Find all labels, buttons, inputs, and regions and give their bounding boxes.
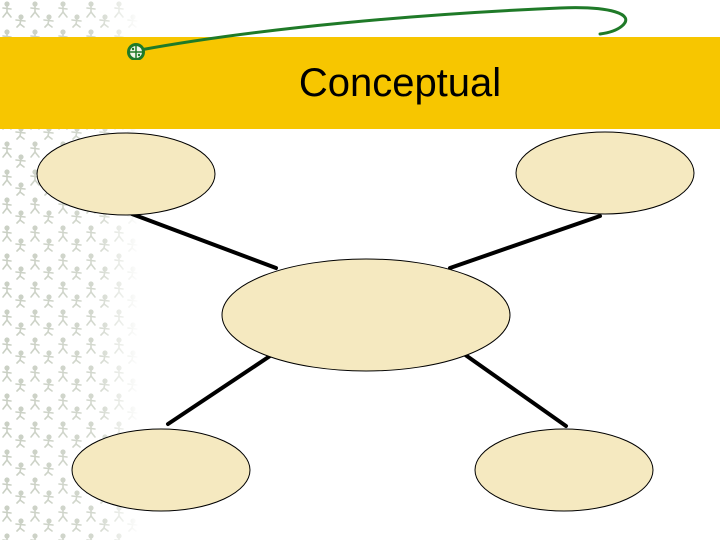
connector-center-top-left	[130, 212, 278, 270]
connector-center-top-right	[448, 214, 602, 270]
slide-title: Conceptual	[298, 61, 502, 105]
concept-node-top-right[interactable]	[515, 131, 695, 215]
globe-ornament-icon	[127, 43, 145, 60]
concept-node-bottom-left[interactable]	[71, 428, 251, 512]
connector-lines	[130, 212, 602, 428]
swoosh-decoration	[127, 6, 628, 60]
title-banner	[0, 37, 720, 129]
connector-center-bottom-left	[166, 354, 272, 426]
concept-node-bottom-right[interactable]	[474, 428, 654, 512]
connector-center-bottom-right	[462, 352, 568, 428]
concept-node-center[interactable]	[221, 258, 511, 372]
concept-node-top-left[interactable]	[36, 132, 216, 216]
